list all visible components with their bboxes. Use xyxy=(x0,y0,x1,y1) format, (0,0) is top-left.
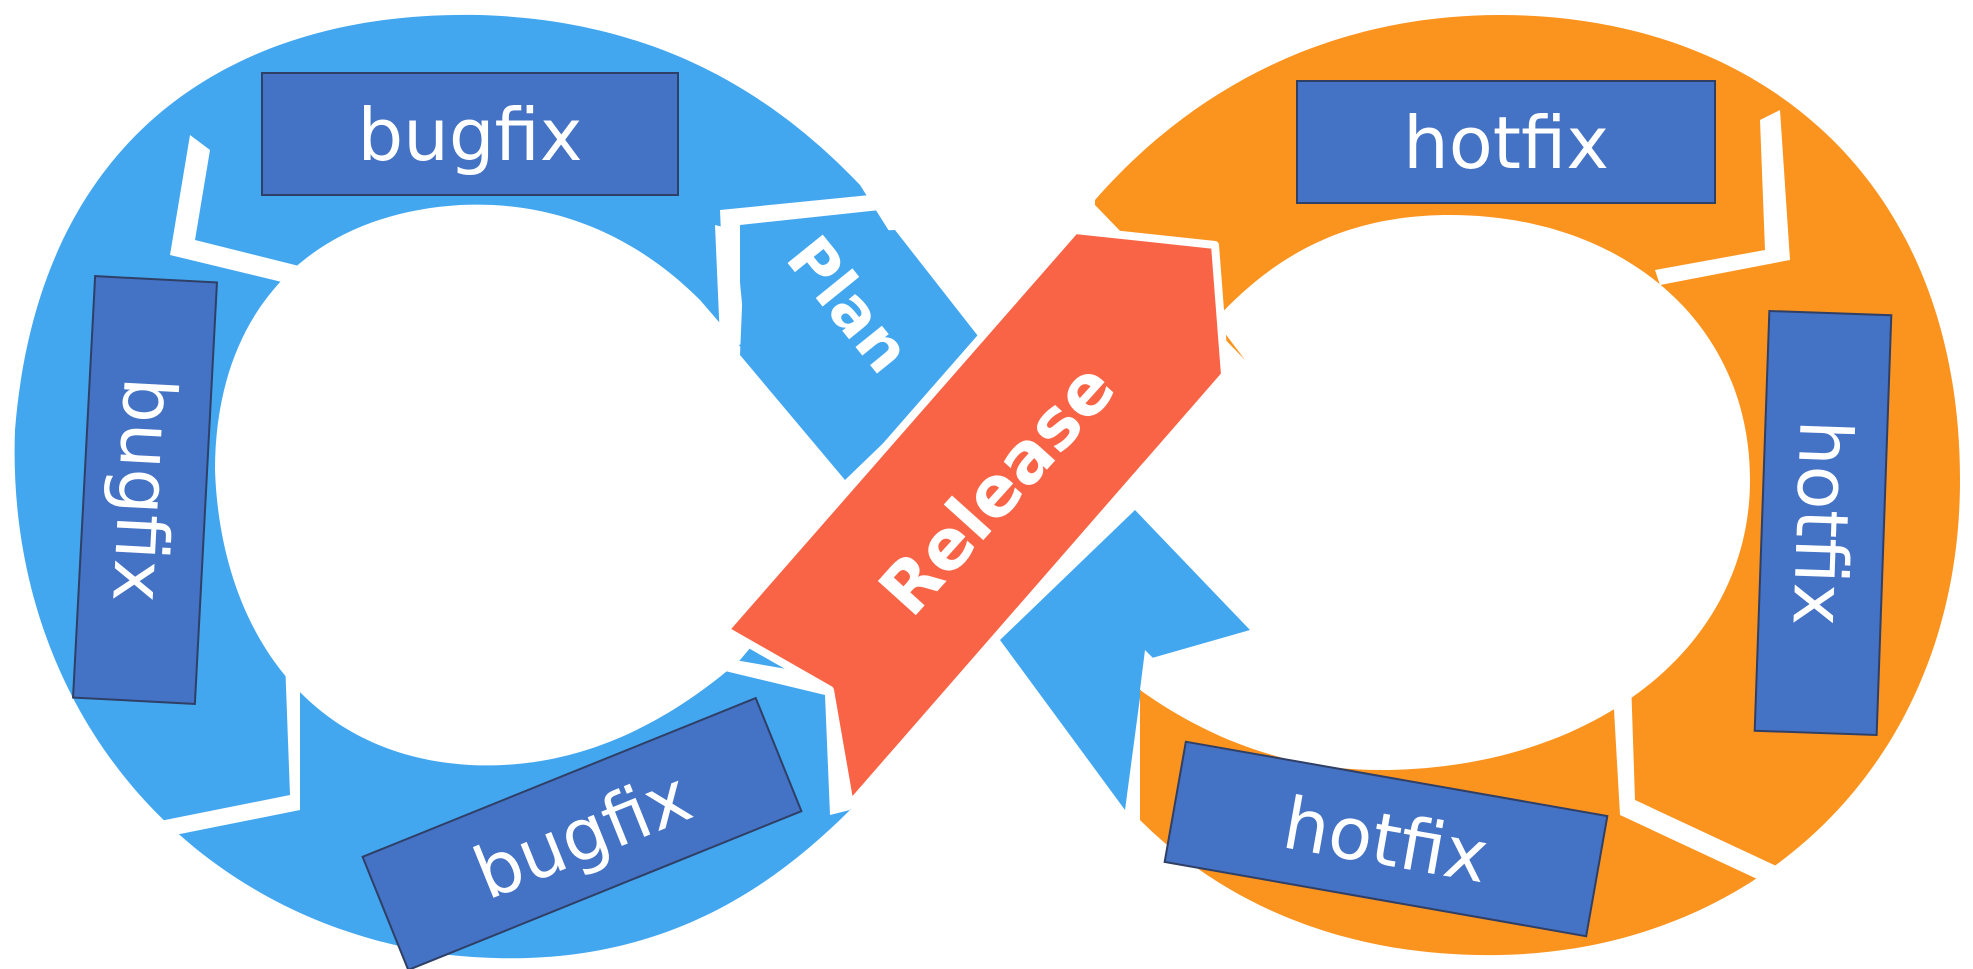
left-loop-crossing-arrow xyxy=(1000,510,1250,810)
right-loop-gap-bottom xyxy=(1610,640,1785,885)
release-arrow-body xyxy=(721,226,1229,809)
bugfix-box-top-rect xyxy=(261,72,679,196)
bugfix-box-left-label: bugfix xyxy=(96,375,192,604)
left-loop-gap-bottom-right xyxy=(700,650,850,815)
right-loop-ring xyxy=(1095,15,1960,956)
hotfix-box-top: hotfix xyxy=(1296,80,1716,204)
right-loop-gap-top xyxy=(1655,110,1790,285)
hotfix-box-right-rect xyxy=(1753,309,1893,737)
left-loop-gap-plan xyxy=(715,225,745,345)
left-loop-gap-bottom xyxy=(140,660,300,840)
bugfix-box-left-rect xyxy=(71,275,219,705)
hotfix-box-top-label: hotfix xyxy=(1403,101,1609,185)
right-loop xyxy=(1095,15,1960,956)
bugfix-box-top: bugfix xyxy=(261,72,679,196)
bugfix-box-left: bugfix xyxy=(71,275,219,705)
hotfix-box-right: hotfix xyxy=(1753,309,1893,737)
release-arrow xyxy=(721,226,1229,809)
left-loop-gap-top xyxy=(170,135,335,290)
right-loop-gap-left xyxy=(1140,650,1270,690)
hotfix-box-right-label: hotfix xyxy=(1776,419,1867,628)
bugfix-box-bottom-rect xyxy=(361,696,803,969)
hotfix-box-bottom: hotfix xyxy=(1163,740,1609,938)
plan-arrow-head xyxy=(740,230,985,480)
hotfix-box-bottom-rect xyxy=(1163,740,1609,938)
bugfix-box-top-label: bugfix xyxy=(358,93,583,177)
hotfix-box-top-rect xyxy=(1296,80,1716,204)
